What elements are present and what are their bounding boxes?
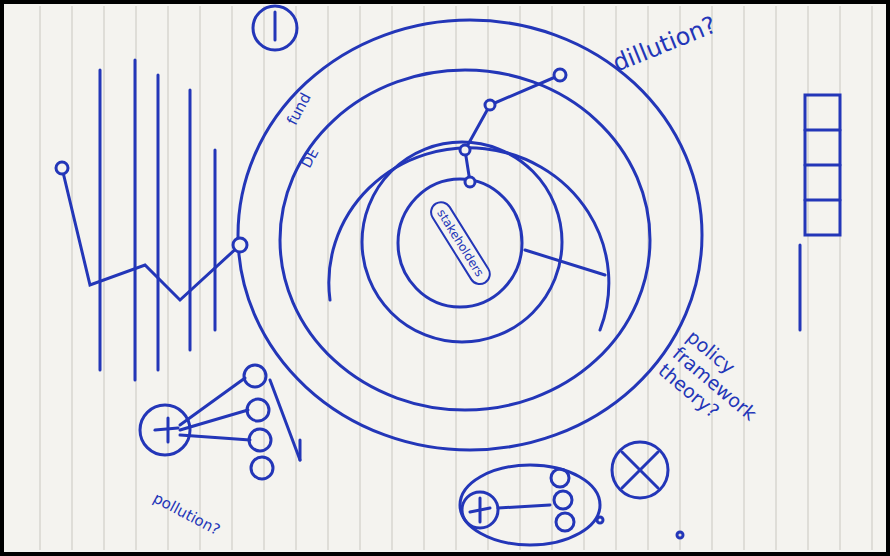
handwritten-note: pollution? bbox=[150, 489, 223, 539]
stakeholder-core: stakeholders bbox=[426, 197, 495, 289]
handwritten-note: DE bbox=[298, 146, 321, 171]
handwritten-note: dillution? bbox=[609, 11, 721, 78]
handwritten-note: fund bbox=[283, 90, 315, 128]
node-text: stakeholders bbox=[434, 207, 487, 279]
handwritten-note: policy framework theory? bbox=[654, 326, 796, 460]
